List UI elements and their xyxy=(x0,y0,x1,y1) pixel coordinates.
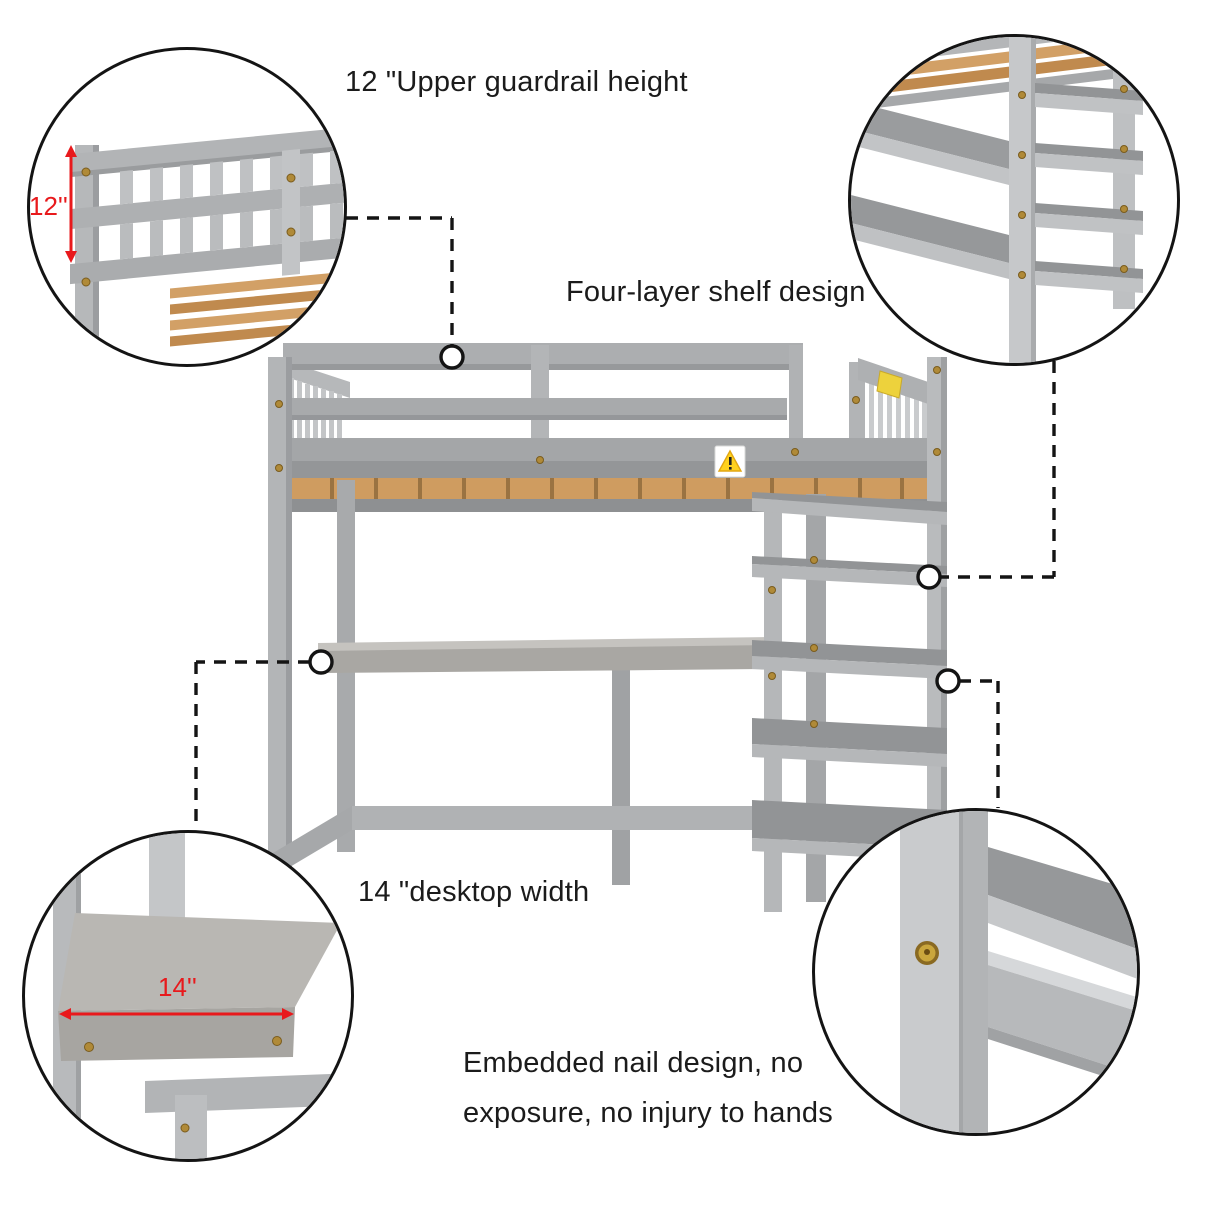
screws xyxy=(84,1036,282,1133)
guardrail-height-dimension: 12'' xyxy=(29,191,68,221)
shelf-callout-circle xyxy=(848,34,1180,366)
guardrail-callout-circle xyxy=(27,47,347,367)
nail-zoom-detail xyxy=(900,811,1137,1133)
right-headboard xyxy=(849,358,940,448)
nail-caption: Embedded nail design, no exposure, no in… xyxy=(463,1038,833,1138)
guardrail-zoom-detail xyxy=(65,126,344,355)
rear-mid-leg xyxy=(612,648,630,885)
upper-guardrail xyxy=(283,343,803,467)
screws xyxy=(275,366,941,728)
nail-callout-circle xyxy=(812,808,1140,1136)
desk-caption: 14 "desktop width xyxy=(358,876,590,908)
shelf-caption: Four-layer shelf design xyxy=(566,276,866,308)
nail-caption-line2: exposure, no injury to hands xyxy=(463,1097,833,1129)
callout-connectors xyxy=(194,216,1056,829)
desk xyxy=(318,637,770,673)
shelf-boards xyxy=(1035,83,1143,293)
red-measure-arrow-icon xyxy=(65,145,77,263)
shelf-zoom-detail xyxy=(851,37,1144,363)
bed-legs xyxy=(268,357,768,893)
guardrail-caption: 12 "Upper guardrail height xyxy=(345,66,688,98)
red-measure-arrow-icon xyxy=(59,1008,294,1020)
nail-caption-line1: Embedded nail design, no xyxy=(463,1047,804,1079)
connector-anchor-markers xyxy=(308,344,961,694)
desktop-width-dimension: 14'' xyxy=(158,972,197,1002)
screws xyxy=(1018,85,1128,279)
embedded-nail-icon xyxy=(915,941,939,965)
yellow-label xyxy=(876,370,903,399)
screws xyxy=(81,167,296,287)
warning-triangle-icon xyxy=(714,445,746,478)
